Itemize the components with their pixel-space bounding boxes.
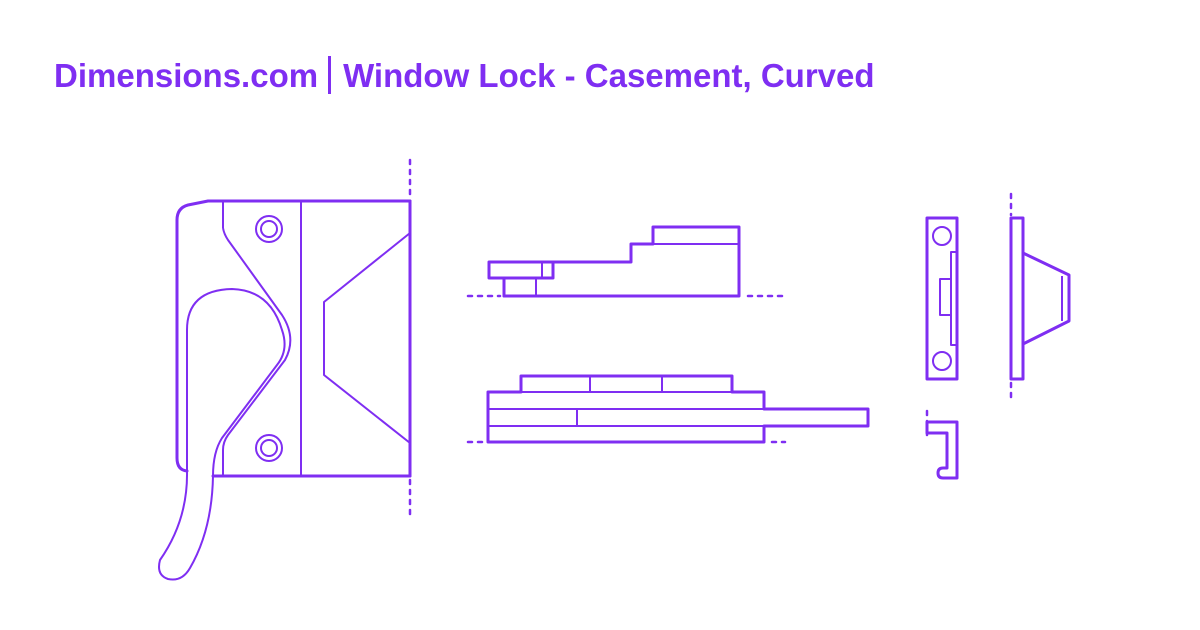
title-separator [328,56,332,94]
plate-curve [222,227,292,476]
screw-top-inner [260,220,278,238]
top-view-outline [487,225,741,298]
keeper-plate [925,216,959,381]
keeper-front-view [925,216,959,381]
drawing-title: Window Lock - Casement, Curved [343,57,875,94]
keeper-edge [950,251,958,346]
keeper-hole-bottom [932,351,952,371]
keeper-side-taper [1021,251,1071,346]
cam-taper [323,232,411,444]
front-elevation-view [158,158,412,581]
keeper-side-plate [1009,216,1025,381]
side-elevation-view [466,374,870,444]
handle-lever [158,288,286,581]
screw-bottom-inner [260,439,278,457]
page-title: Dimensions.com Window Lock - Casement, Cu… [54,56,875,95]
top-plan-view [466,225,787,298]
screw-top-outer [255,215,283,243]
base-outline-left [175,199,412,473]
keeper-hole-top [932,226,952,246]
hook-outline [925,420,959,480]
keeper-side-view [1009,192,1071,405]
keeper-hook-view [925,409,959,480]
keeper-slot [939,278,952,316]
screw-bottom-outer [255,434,283,462]
brand-name: Dimensions.com [54,57,319,94]
